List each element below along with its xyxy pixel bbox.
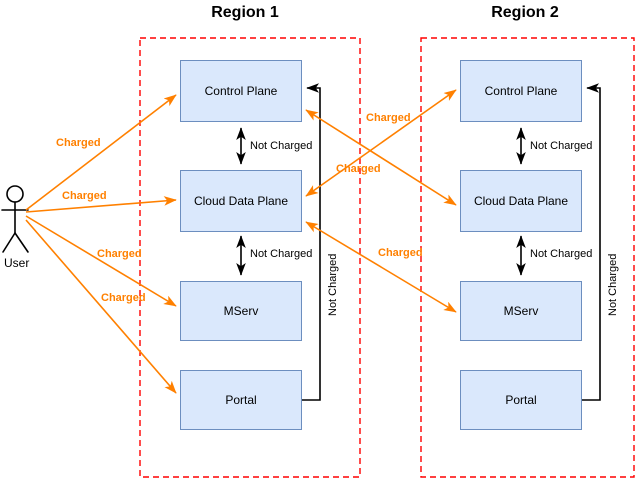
edge-label-charged-r1-control-r2-cloud: Charged	[336, 163, 381, 175]
node-r2-mserv[interactable]: MServ	[460, 281, 582, 341]
edge-r1-cloud-r2-control	[305, 89, 457, 197]
region-1-title: Region 1	[211, 4, 279, 21]
edge-label-not-charged-r2-portal-control: Not Charged	[607, 251, 619, 318]
node-label: Cloud Data Plane	[193, 194, 289, 208]
edge-label-charged-user-cloud-data-plane: Charged	[62, 190, 107, 202]
edge-label-not-charged-r1-control-cloud: Not Charged	[248, 140, 315, 152]
node-label: MServ	[503, 304, 539, 318]
node-r1-portal[interactable]: Portal	[180, 370, 302, 430]
node-r1-control-plane[interactable]: Control Plane	[180, 60, 302, 122]
edge-r1-cloud-r2-mserv	[305, 221, 457, 313]
region-1-boundary	[139, 37, 361, 478]
edge-user-r1-control-plane	[25, 94, 177, 211]
actor-label-user: User	[4, 256, 30, 270]
edge-label-charged-user-portal: Charged	[101, 292, 146, 304]
edge-label-charged-user-control-plane: Charged	[56, 137, 101, 149]
edge-user-r1-mserv	[25, 215, 177, 307]
edge-r1-portal-control	[302, 83, 321, 401]
edge-label-not-charged-r2-control-cloud: Not Charged	[528, 140, 595, 152]
node-label: MServ	[223, 304, 259, 318]
node-r1-mserv[interactable]: MServ	[180, 281, 302, 341]
edge-label-charged-r1-cloud-r2-mserv: Charged	[378, 247, 423, 259]
edge-label-not-charged-r1-cloud-mserv: Not Charged	[248, 248, 315, 260]
node-r2-control-plane[interactable]: Control Plane	[460, 60, 582, 122]
node-label: Control Plane	[484, 84, 558, 98]
edge-label-charged-user-mserv: Charged	[97, 248, 142, 260]
node-r1-cloud-data-plane[interactable]: Cloud Data Plane	[180, 170, 302, 232]
node-label: Control Plane	[204, 84, 278, 98]
edge-label-not-charged-r2-cloud-mserv: Not Charged	[528, 248, 595, 260]
edge-label-not-charged-r1-portal-control: Not Charged	[327, 251, 339, 318]
node-label: Portal	[505, 393, 537, 407]
edge-r1-control-r2-cloud	[305, 109, 457, 206]
node-r2-cloud-data-plane[interactable]: Cloud Data Plane	[460, 170, 582, 232]
stick-figure-actor-icon	[1, 185, 29, 253]
node-r2-portal[interactable]: Portal	[460, 370, 582, 430]
edge-user-r1-cloud-data-plane	[25, 196, 177, 213]
node-label: Portal	[225, 393, 257, 407]
region-2-title: Region 2	[491, 4, 559, 21]
node-label: Cloud Data Plane	[473, 194, 569, 208]
edge-label-charged-r1-cloud-r2-control: Charged	[366, 112, 411, 124]
edge-r2-portal-control	[582, 83, 601, 401]
edge-user-r1-portal	[25, 219, 177, 394]
